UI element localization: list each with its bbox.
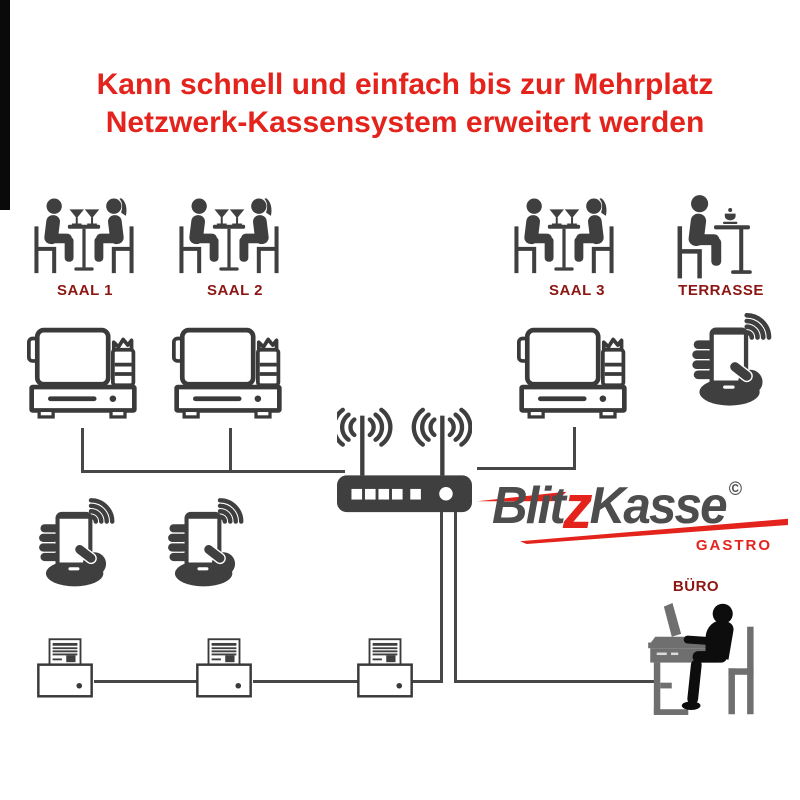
headline-line1: Kann schnell und einfach bis zur Mehrpla… xyxy=(96,68,714,101)
logo-part1: Blit xyxy=(492,477,566,535)
headline: Kann schnell und einfach bis zur Mehrpla… xyxy=(10,66,800,142)
logo-accent-z: z xyxy=(563,473,592,542)
diners-table-icon-saal2 xyxy=(175,190,283,282)
single-diner-table-icon-terrasse xyxy=(668,192,760,282)
left-edge-bar xyxy=(0,0,10,210)
cable-pos2-down xyxy=(229,428,232,473)
brand-logo: BlitzKasse© xyxy=(492,476,742,539)
handheld-order-device-icon-2 xyxy=(164,490,246,594)
receipt-printer-icon-2 xyxy=(193,627,255,711)
cable-bus-right xyxy=(477,467,576,470)
zone-label-saal3: SAAL 3 xyxy=(548,282,606,299)
logo-part2: Kasse xyxy=(589,477,728,535)
office-desk-worker-icon xyxy=(648,598,763,720)
pos-terminal-icon-saal3 xyxy=(517,327,629,421)
zone-label-terrasse: TERRASSE xyxy=(678,282,764,299)
handheld-order-device-icon-1 xyxy=(35,490,117,594)
logo-copyright: © xyxy=(728,479,742,500)
headline-line2: Netzwerk-Kassensystem erweitert werden xyxy=(105,106,705,139)
zone-label-buero: BÜRO xyxy=(672,578,720,595)
cable-router-right-down xyxy=(454,512,457,683)
zone-label-saal1: SAAL 1 xyxy=(56,282,114,299)
pos-terminal-icon-saal1 xyxy=(27,327,139,421)
cable-printer1-printer2 xyxy=(94,680,197,683)
logo-subtitle: GASTRO xyxy=(695,537,772,554)
pos-terminal-icon-saal2 xyxy=(172,327,284,421)
cable-printer2-printer3 xyxy=(253,680,358,683)
diners-table-icon-saal3 xyxy=(510,190,618,282)
diners-table-icon-saal1 xyxy=(30,190,138,282)
cable-pos1-down xyxy=(81,428,84,473)
cable-pos3-down xyxy=(573,427,576,470)
receipt-printer-icon-3 xyxy=(354,627,416,711)
handheld-order-device-icon-terrasse xyxy=(688,303,774,415)
cable-printer3-router xyxy=(411,680,443,683)
cable-router-left-down xyxy=(440,512,443,683)
cable-bus-left xyxy=(81,470,345,473)
receipt-printer-icon-1 xyxy=(34,627,96,711)
cable-router-office xyxy=(454,680,654,683)
wifi-router-icon xyxy=(337,406,472,514)
zone-label-saal2: SAAL 2 xyxy=(206,282,264,299)
